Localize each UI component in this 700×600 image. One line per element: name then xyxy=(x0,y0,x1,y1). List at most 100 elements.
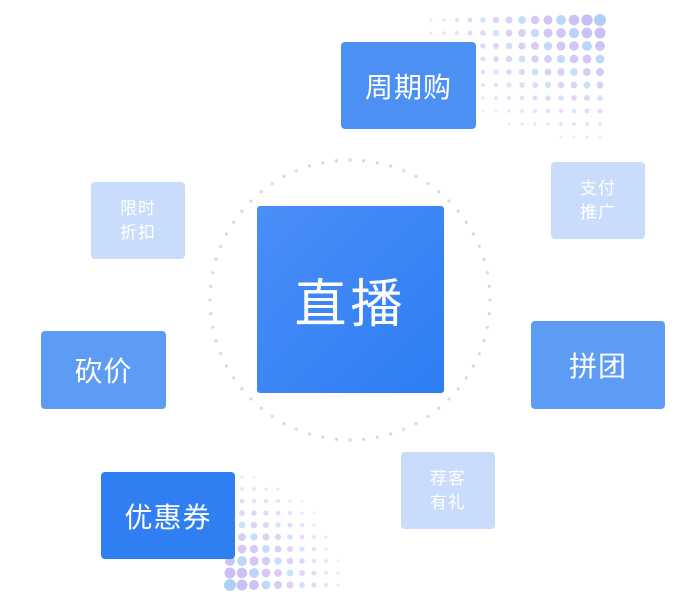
ring-dot xyxy=(249,199,253,203)
cluster-dot xyxy=(299,522,305,528)
cluster-dot xyxy=(224,579,236,591)
cluster-dot xyxy=(467,17,473,23)
ring-dot xyxy=(209,284,213,288)
ring-dot xyxy=(456,209,460,213)
cluster-dot xyxy=(249,556,259,566)
cluster-dot xyxy=(532,108,538,114)
ring-dot xyxy=(477,352,481,356)
cluster-dot xyxy=(429,31,433,35)
cluster-dot xyxy=(442,18,446,22)
cluster-dot xyxy=(518,68,526,76)
cluster-dot xyxy=(288,499,292,503)
center-live-tile[interactable]: 直播 xyxy=(257,206,444,393)
cluster-dot xyxy=(276,499,280,503)
cluster-dot xyxy=(299,582,305,588)
cluster-dot xyxy=(480,69,486,75)
feature-subscription-purchase[interactable]: 周期购 xyxy=(341,42,476,129)
cluster-dot xyxy=(572,135,576,139)
cluster-dot xyxy=(546,122,550,126)
cluster-dot xyxy=(518,42,526,50)
cluster-dot xyxy=(581,27,593,39)
cluster-dot xyxy=(250,521,258,529)
ring-dot xyxy=(348,158,352,162)
cluster-dot xyxy=(261,580,271,590)
cluster-dot xyxy=(312,511,316,515)
cluster-dot xyxy=(518,16,526,24)
cluster-dot xyxy=(264,487,268,491)
cluster-dot xyxy=(480,30,486,36)
cluster-dot xyxy=(240,487,244,491)
cluster-dot xyxy=(533,122,537,126)
ring-dot xyxy=(211,325,215,329)
cluster-dot xyxy=(275,522,281,528)
feature-payment-promotion[interactable]: 支付 推广 xyxy=(551,162,645,239)
ring-dot xyxy=(437,406,441,410)
ring-dot xyxy=(414,174,418,179)
cluster-dot xyxy=(584,108,590,114)
cluster-dot xyxy=(545,95,551,101)
cluster-dot xyxy=(454,30,460,36)
ring-dot xyxy=(426,182,430,186)
ring-dot xyxy=(375,435,379,439)
cluster-dot xyxy=(556,15,566,25)
cluster-dot xyxy=(481,109,485,113)
cluster-dot xyxy=(597,95,603,101)
cluster-dot xyxy=(559,122,563,126)
cluster-dot xyxy=(570,81,578,89)
cluster-dot xyxy=(299,558,305,564)
center-live-label: 直播 xyxy=(294,275,407,335)
ring-dot xyxy=(307,432,311,436)
feature-payment-promotion-label-1: 支付 xyxy=(580,178,616,199)
cluster-dot xyxy=(249,544,259,554)
cluster-dot xyxy=(467,30,473,36)
feature-group-buy-label: 拼团 xyxy=(568,350,627,383)
ring-dot xyxy=(307,164,311,168)
cluster-dot xyxy=(236,579,248,591)
cluster-dot xyxy=(544,55,552,63)
cluster-dot xyxy=(505,55,513,63)
feature-bargain[interactable]: 砍价 xyxy=(41,331,166,409)
cluster-dot xyxy=(583,68,591,76)
cluster-dot xyxy=(481,96,485,100)
ring-dot xyxy=(259,406,263,410)
ring-dot xyxy=(294,427,298,431)
cluster-dot xyxy=(236,567,248,579)
feature-group-buy[interactable]: 拼团 xyxy=(531,321,665,409)
cluster-dot xyxy=(558,95,564,101)
feature-limited-discount[interactable]: 限时 折扣 xyxy=(91,182,185,259)
cluster-dot xyxy=(569,41,579,51)
cluster-dot xyxy=(262,533,270,541)
ring-dot xyxy=(375,161,379,165)
feature-coupon[interactable]: 优惠券 xyxy=(101,472,235,559)
cluster-dot xyxy=(596,68,604,76)
feature-referral-gift[interactable]: 荐客 有礼 xyxy=(401,452,495,529)
cluster-dot xyxy=(494,96,498,100)
cluster-dot xyxy=(582,54,592,64)
cluster-dot xyxy=(274,557,282,565)
cluster-dot xyxy=(492,42,500,50)
cluster-dot xyxy=(531,42,539,50)
cluster-dot xyxy=(559,135,563,139)
cluster-dot xyxy=(507,122,511,126)
cluster-dot xyxy=(571,95,577,101)
cluster-dot xyxy=(262,545,270,553)
dot-cluster-bottom-left xyxy=(224,475,340,591)
ring-dot xyxy=(232,220,236,224)
cluster-dot xyxy=(520,122,524,126)
cluster-dot xyxy=(569,54,579,64)
cluster-dot xyxy=(532,82,538,88)
ring-dot xyxy=(348,438,352,442)
cluster-dot xyxy=(505,29,513,37)
cluster-dot xyxy=(581,14,593,26)
cluster-dot xyxy=(568,14,580,26)
cluster-dot xyxy=(507,109,511,113)
cluster-dot xyxy=(237,556,247,566)
ring-dot xyxy=(208,298,212,302)
cluster-dot xyxy=(324,571,328,575)
cluster-dot xyxy=(251,498,257,504)
cluster-dot xyxy=(239,510,245,516)
ring-dot xyxy=(211,271,215,275)
ring-dot xyxy=(282,174,286,179)
ring-dot xyxy=(270,182,274,186)
feature-payment-promotion-label-2: 推广 xyxy=(580,202,616,223)
